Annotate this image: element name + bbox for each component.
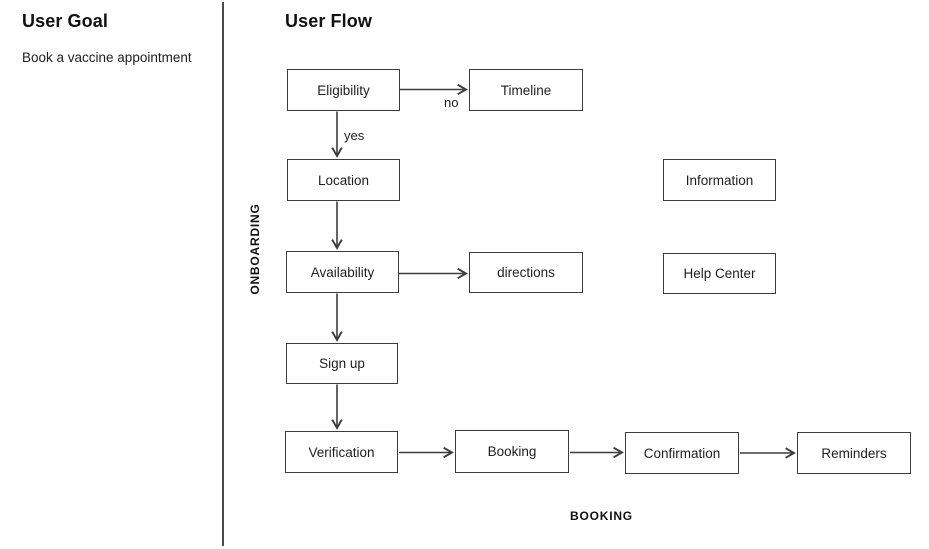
node-availability[interactable]: Availability <box>286 251 399 293</box>
node-booking-label: Booking <box>487 444 537 459</box>
node-timeline[interactable]: Timeline <box>469 69 583 111</box>
node-eligibility-label: Eligibility <box>317 82 370 98</box>
node-location-label: Location <box>317 172 370 188</box>
node-directions-label: directions <box>497 265 555 280</box>
node-eligibility[interactable]: Eligibility <box>287 69 400 111</box>
section-label-onboarding: ONBOARDING <box>248 203 262 295</box>
panel-divider <box>222 2 224 546</box>
node-sign-up-label: Sign up <box>319 356 365 371</box>
edge-label-yes: yes <box>344 128 365 143</box>
node-timeline-label: Timeline <box>500 82 552 98</box>
node-information-label: Information <box>685 172 754 188</box>
section-label-booking: BOOKING <box>570 509 633 523</box>
node-reminders[interactable]: Reminders <box>797 432 911 474</box>
node-help-center-label: Help Center <box>683 266 756 281</box>
node-sign-up[interactable]: Sign up <box>286 343 398 384</box>
node-location[interactable]: Location <box>287 159 400 201</box>
node-verification-label: Verification <box>308 444 375 460</box>
node-booking[interactable]: Booking <box>455 430 569 473</box>
user-goal-title: User Goal <box>22 11 108 31</box>
node-confirmation-label: Confirmation <box>643 445 721 461</box>
user-goal-text: Book a vaccine appointment <box>22 50 192 65</box>
node-directions[interactable]: directions <box>469 252 583 293</box>
node-confirmation[interactable]: Confirmation <box>625 432 739 474</box>
node-information[interactable]: Information <box>663 159 776 201</box>
node-availability-label: Availability <box>310 264 375 280</box>
node-verification[interactable]: Verification <box>285 431 398 473</box>
node-help-center[interactable]: Help Center <box>663 253 776 294</box>
node-reminders-label: Reminders <box>821 445 887 461</box>
user-flow-title: User Flow <box>285 11 372 31</box>
edge-label-no: no <box>444 95 459 110</box>
